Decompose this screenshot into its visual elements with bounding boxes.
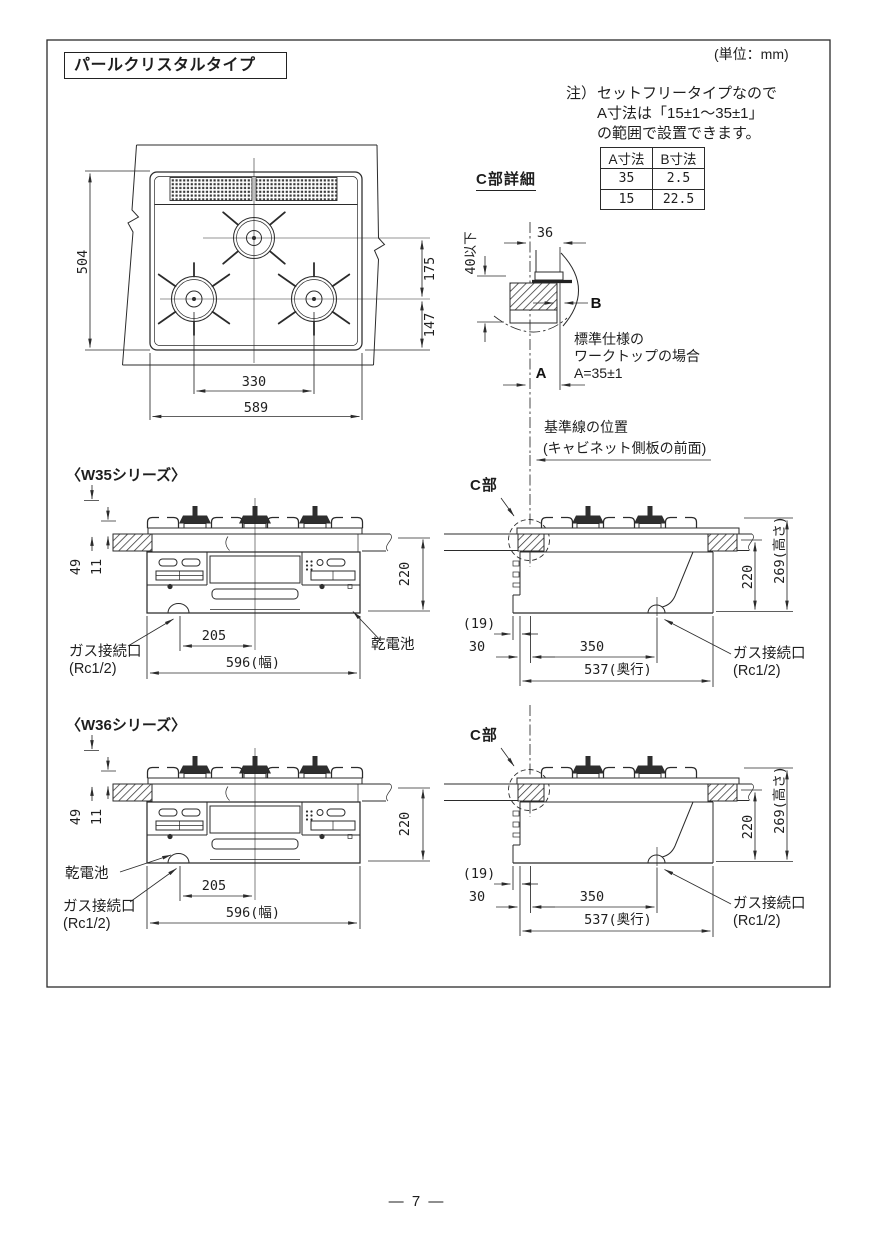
gas-label-line-2: (Rc1/2) [733,912,781,929]
gas-label-line-2: (Rc1/2) [63,915,111,932]
reference-line-label-2: (キャビネット側板の前面) [543,440,707,456]
w35-battery-leader [352,611,382,642]
dim-19: (19) [463,866,496,882]
dim-147: 147 [422,313,438,337]
table-header-a: A寸法 [600,147,653,169]
note-line-2: A寸法は「15±1～35±1」 [597,105,764,122]
worktop-note-line-3: A=35±1 [574,365,623,381]
note-line-1: セットフリータイプなので [597,85,778,102]
dim-220-front: 220 [397,812,413,836]
table-cell: 15 [600,188,653,210]
burner-rear [222,211,286,265]
dim-205: 205 [202,878,226,894]
dim-30: 30 [469,639,485,655]
dim-11: 11 [89,809,105,825]
gas-label-line-1: ガス接続口 [733,646,806,662]
dim-537: 537(奥行) [584,911,652,928]
label-a: A [536,365,547,382]
gas-label-line-2: (Rc1/2) [733,662,781,679]
c-part-detail-heading: C部詳細 [476,168,536,191]
gas-label-line-1: ガス接続口 [63,899,136,915]
top-view-drawing: 504 175 147 330 589 [75,144,438,420]
dim-596: 596(幅) [226,655,280,671]
note-line-3: の範囲で設置できます。 [597,125,761,142]
dim-504: 504 [75,250,91,274]
table-row: 15 22.5 [600,188,705,210]
note-prefix: 注） [566,85,597,102]
dim-30: 30 [469,889,485,905]
w36-battery-leader [119,854,172,873]
w35-dim-labels: 49 11 220 205 596(幅) 220 269(高さ) (19) 30… [68,516,788,678]
burner-right [277,262,351,336]
dim-350: 350 [580,639,604,655]
c-part-detail-drawing: 36 40以下 B A [463,222,602,455]
w36-side-gas-label: ガス接続口 (Rc1/2) [733,896,806,929]
dim-205: 205 [202,628,226,644]
worktop-note-line-2: ワークトップの場合 [574,348,700,364]
worktop-note-line-1: 標準仕様の [574,331,644,347]
dim-589: 589 [244,400,268,416]
gas-label-line-1: ガス接続口 [69,644,142,660]
exhaust-grille-left [169,177,253,201]
dim-537: 537(奥行) [584,661,652,678]
w36-gas-leader [129,868,177,903]
page-title: パールクリスタルタイプ [64,52,287,79]
w35-c-part-label: C部 [470,477,498,494]
w36-battery-label: 乾電池 [65,866,109,882]
w35-gas-leader [127,618,174,647]
gas-label-line-2: (Rc1/2) [69,660,117,677]
dim-269: 269(高さ) [771,766,788,834]
dim-220-front: 220 [397,562,413,586]
unit-label: (単位：mm) [714,46,789,62]
dim-36: 36 [537,225,553,241]
burner-left [157,262,231,336]
dim-11: 11 [89,559,105,575]
dim-350: 350 [580,889,604,905]
exhaust-grille-right [255,177,338,201]
w36-c-part-label: C部 [470,727,498,744]
w35-battery-label: 乾電池 [371,637,415,653]
dim-49: 49 [68,559,84,575]
w35-side-gas-label: ガス接続口 (Rc1/2) [733,646,806,679]
dim-40-max: 40以下 [463,231,479,274]
dim-330: 330 [242,374,266,390]
table-row: 35 2.5 [600,168,705,190]
table-header-b: B寸法 [652,147,705,169]
dim-175: 175 [422,257,438,281]
w36-series-heading: 〈W36シリーズ〉 [66,717,187,734]
dim-19: (19) [463,616,496,632]
dim-596: 596(幅) [226,905,280,921]
reference-line-label-1: 基準線の位置 [544,419,628,435]
label-b: B [591,295,602,312]
table-header-row: A寸法 B寸法 [600,147,705,169]
page-border [46,39,831,988]
w35-series-heading: 〈W35シリーズ〉 [66,467,187,484]
w36-front-gas-label: ガス接続口 (Rc1/2) [63,899,136,932]
dim-49: 49 [68,809,84,825]
dimension-table: A寸法 B寸法 35 2.5 15 22.5 [600,147,705,210]
gas-label-line-1: ガス接続口 [733,896,806,912]
dim-220-side: 220 [740,815,756,839]
dim-220-side: 220 [740,565,756,589]
table-cell: 35 [600,168,653,190]
w35-front-gas-label: ガス接続口 (Rc1/2) [69,644,142,677]
table-cell: 22.5 [652,188,705,210]
page-title-text: パールクリスタルタイプ [74,57,256,74]
table-cell: 2.5 [652,168,705,190]
dim-269: 269(高さ) [771,516,788,584]
page-number: — 7 — [388,1193,446,1210]
w36-dim-labels: 49 11 220 205 596(幅) 220 269(高さ) (19) 30… [68,766,788,928]
